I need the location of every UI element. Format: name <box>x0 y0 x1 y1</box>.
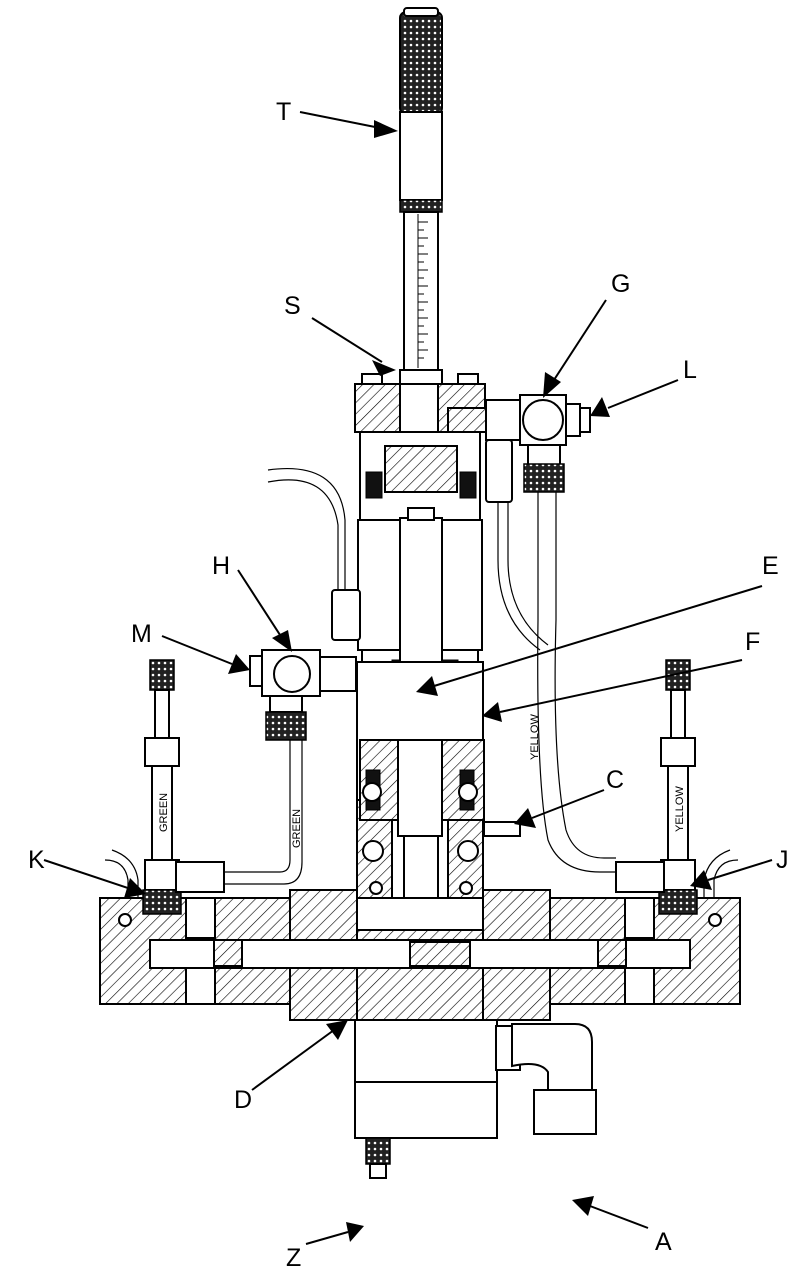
yellow-hose <box>537 492 616 873</box>
leader-H <box>237 569 292 652</box>
callout-L: L <box>683 356 697 384</box>
lower-manifold <box>99 889 741 1021</box>
left-gauge-fitting <box>142 659 225 915</box>
leader-J <box>690 859 773 890</box>
leader-Z <box>305 1222 364 1245</box>
micrometer-knob <box>399 7 443 115</box>
green-hose <box>224 740 291 873</box>
callout-A: A <box>655 1228 672 1256</box>
tube-text-yellow-right: YELLOW <box>674 786 686 832</box>
left-air-valve <box>249 649 357 741</box>
leader-A <box>572 1196 649 1229</box>
callout-J: J <box>776 846 789 874</box>
upper-piston <box>359 431 481 521</box>
callout-T: T <box>276 98 291 126</box>
sensor-cable-right <box>497 500 541 651</box>
callout-Z: Z <box>286 1244 301 1270</box>
callout-M: M <box>131 620 152 648</box>
leader-T <box>299 111 398 138</box>
leader-K <box>43 859 146 898</box>
callout-G: G <box>611 270 630 298</box>
micrometer-scale <box>399 211 443 385</box>
callout-E: E <box>762 552 779 580</box>
callout-F: F <box>745 628 760 656</box>
leader-S <box>311 317 396 376</box>
check-valve-section <box>359 739 485 937</box>
guide-pin <box>483 821 521 837</box>
tube-text-yellow-mid: YELLOW <box>529 714 541 760</box>
right-air-valve <box>447 394 591 493</box>
leader-F <box>482 659 743 722</box>
outlet-body <box>354 1019 597 1139</box>
callout-D: D <box>234 1086 252 1114</box>
micrometer-thimble <box>399 111 443 213</box>
right-gauge-fitting <box>615 659 698 915</box>
leader-C <box>514 789 605 828</box>
sensor-cable-left <box>267 468 346 600</box>
drain-fitting <box>365 1137 391 1179</box>
leader-M <box>161 635 250 674</box>
tube-text-green-mid: GREEN <box>291 809 303 848</box>
callout-S: S <box>284 292 301 320</box>
leader-E <box>416 585 763 696</box>
leader-L <box>590 379 679 417</box>
callout-K: K <box>28 846 45 874</box>
tube-text-green-left: GREEN <box>158 793 170 832</box>
leader-D <box>251 1020 348 1091</box>
callout-H: H <box>212 552 230 580</box>
callout-C: C <box>606 766 624 794</box>
leader-G <box>543 299 607 398</box>
